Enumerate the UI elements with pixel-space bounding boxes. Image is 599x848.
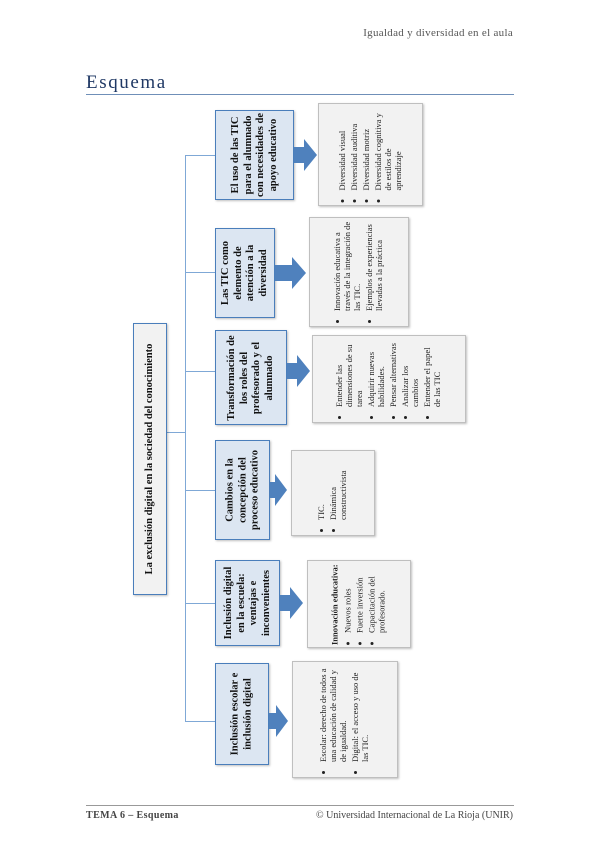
branch-label-6: Inclusión escolar e inclusión digital: [229, 672, 254, 756]
arrow-right-icon: [270, 474, 287, 506]
list-item: Entender el papel de las TIC: [422, 339, 442, 407]
note-box-6: Escolar: derecho de todos a una educació…: [292, 661, 398, 778]
footer-left: TEMA 6 – Esquema: [86, 810, 179, 821]
branch-box-6: Inclusión escolar e inclusión digital: [215, 663, 269, 765]
list-item: Analizar los cambios: [400, 339, 420, 407]
branch-label-4: Cambios en la concepción del proceso edu…: [223, 450, 260, 531]
list-item: Pensar alternativas: [388, 339, 398, 407]
main-concept-box: La exclusión digital en la sociedad del …: [133, 323, 167, 595]
list-item: Diversidad auditiva: [349, 107, 359, 190]
running-header: Igualdad y diversidad en el aula: [363, 27, 513, 39]
note-content-4: TIC. Dinámica constructivista: [316, 454, 350, 532]
list-item: Digital: el acceso y uso de las TIC.: [350, 666, 370, 761]
note-box-2: Innovación educativa a través de la inte…: [309, 217, 409, 327]
note-box-1: Diversidad visual Diversidad auditiva Di…: [318, 103, 423, 206]
arrow-right-icon: [287, 355, 310, 387]
note-box-5: Innovación educativa: Nuevos roles Fuert…: [307, 560, 411, 648]
note-content-2: Innovación educativa a través de la inte…: [332, 221, 386, 323]
list-item: Entender las dimensiones de su tarea: [334, 339, 364, 407]
trunk-connector: [167, 432, 185, 433]
list-item: Diversidad motriz: [361, 107, 371, 190]
branch-box-4: Cambios en la concepción del proceso edu…: [215, 440, 270, 540]
branch-box-5: Inclusión digital en la escuela: ventaja…: [215, 560, 280, 646]
footer-right: © Universidad Internacional de La Rioja …: [316, 810, 513, 821]
list-item: Diversidad visual: [337, 107, 347, 190]
branch-connector-4: [185, 490, 215, 491]
list-item: Nuevos roles: [343, 563, 353, 633]
note-content-3: Entender las dimensiones de su tarea Adq…: [334, 339, 444, 419]
spine-connector: [185, 155, 186, 721]
branch-connector-3: [185, 371, 215, 372]
arrow-right-icon: [275, 257, 306, 289]
list-item: Diversidad cognitiva y de estilos de apr…: [373, 107, 403, 190]
branch-box-3: Transformación de los roles del profesor…: [215, 330, 287, 425]
list-item: TIC.: [316, 454, 326, 520]
branch-label-5: Inclusión digital en la escuela: ventaja…: [222, 566, 272, 640]
arrow-right-icon: [269, 705, 288, 737]
list-item: Ejemplos de experiencias llevadas a la p…: [364, 221, 384, 311]
branch-box-1: El uso de las TIC para el alumnado con n…: [215, 110, 294, 200]
branch-connector-6: [185, 721, 215, 722]
page-title: Esquema: [86, 72, 167, 93]
branch-label-2: Las TIC como elemento de atención a la d…: [220, 241, 269, 305]
list-item: Dinámica constructivista: [328, 454, 348, 520]
title-rule: [86, 94, 514, 95]
branch-box-2: Las TIC como elemento de atención a la d…: [215, 228, 275, 318]
main-concept-label: La exclusión digital en la sociedad del …: [143, 343, 155, 575]
arrow-right-icon: [280, 587, 303, 619]
branch-label-1: El uso de las TIC para el alumnado con n…: [229, 113, 279, 197]
note-heading: Innovación educativa:: [329, 564, 340, 645]
list-item: Capacitación del profesorado.: [367, 563, 387, 633]
note-content-6: Escolar: derecho de todos a una educació…: [318, 666, 372, 774]
branch-connector-2: [185, 272, 215, 273]
list-item: Fuerte inversión: [355, 563, 365, 633]
branch-connector-5: [185, 603, 215, 604]
branch-connector-1: [185, 155, 215, 156]
note-box-3: Entender las dimensiones de su tarea Adq…: [312, 335, 466, 423]
footer-rule: [86, 805, 514, 806]
arrow-right-icon: [294, 139, 317, 171]
list-item: Adquirir nuevas habilidades.: [366, 339, 386, 407]
branch-label-3: Transformación de los roles del profesor…: [226, 334, 275, 421]
list-item: Escolar: derecho de todos a una educació…: [318, 666, 348, 761]
list-item: Innovación educativa a través de la inte…: [332, 221, 362, 311]
note-box-4: TIC. Dinámica constructivista: [291, 450, 375, 536]
note-content-5: Innovación educativa: Nuevos roles Fuert…: [330, 563, 389, 645]
note-content-1: Diversidad visual Diversidad auditiva Di…: [337, 107, 405, 202]
